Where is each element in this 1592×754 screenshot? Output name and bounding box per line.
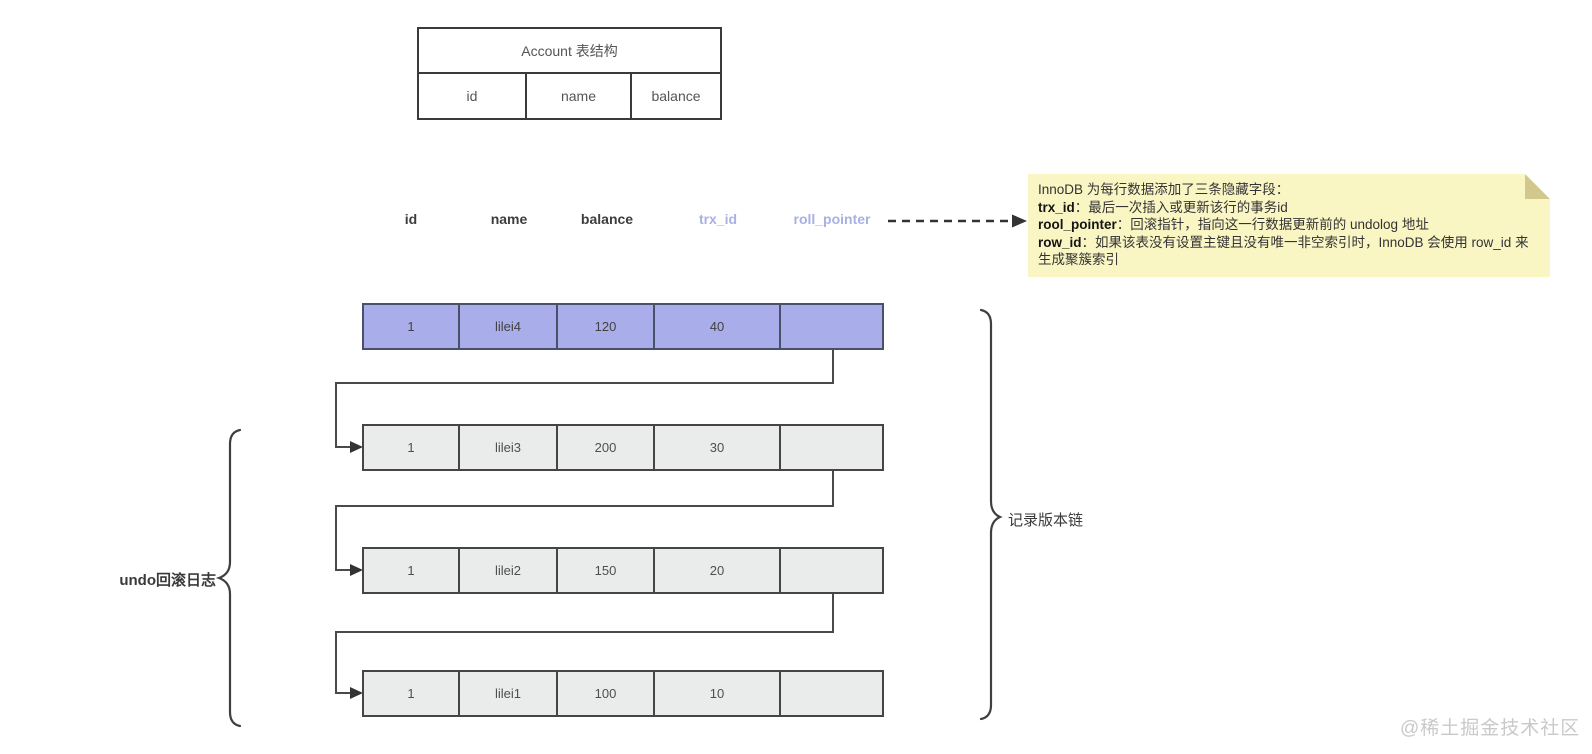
account-column-id: id: [419, 74, 527, 118]
undo-log-label: undo回滚日志: [119, 572, 216, 589]
row-cell: [781, 549, 882, 592]
row-cell: 40: [655, 305, 781, 348]
row-cell: 1: [364, 549, 460, 592]
note-line: trx_id：最后一次插入或更新该行的事务id: [1038, 199, 1288, 215]
row-cell: lilei3: [460, 426, 558, 469]
row-cell: lilei2: [460, 549, 558, 592]
version-chain-brace: [979, 308, 1003, 721]
note-text: InnoDB 为每行数据添加了三条隐藏字段： trx_id：最后一次插入或更新该行…: [1038, 181, 1540, 269]
row-cell: [781, 672, 882, 715]
row-cell: 10: [655, 672, 781, 715]
row-cell: 30: [655, 426, 781, 469]
field-header-roll_pointer: roll_pointer: [793, 211, 871, 227]
row-cell: 1: [364, 426, 460, 469]
note-line: row_id：如果该表没有设置主键且没有唯一非空索引时，InnoDB 会使用 r…: [1038, 234, 1529, 268]
row-cell: 1: [364, 305, 460, 348]
row-cell: lilei1: [460, 672, 558, 715]
row-cell: 1: [364, 672, 460, 715]
account-column-balance: balance: [651, 88, 701, 104]
note-fold-corner-icon: [1525, 174, 1550, 199]
hidden-fields-note: InnoDB 为每行数据添加了三条隐藏字段： trx_id：最后一次插入或更新该行…: [1028, 174, 1550, 277]
dashed-arrow-to-note: [888, 214, 1027, 228]
row-cell: 200: [558, 426, 655, 469]
note-line: InnoDB 为每行数据添加了三条隐藏字段：: [1038, 182, 1290, 197]
account-table-title: Account 表结构: [419, 29, 720, 74]
roll-pointer-connectors: [335, 350, 834, 694]
row-cell: 150: [558, 549, 655, 592]
field-header-balance: balance: [580, 211, 634, 227]
field-header-id: id: [404, 211, 418, 227]
field-header-trx_id: trx_id: [698, 211, 738, 227]
row-cell: 100: [558, 672, 655, 715]
row-cell: 120: [558, 305, 655, 348]
note-line: rool_pointer：回滚指针，指向这一行数据更新前的 undolog 地址: [1038, 217, 1429, 232]
row-cell: [781, 305, 882, 348]
row-cell: [781, 426, 882, 469]
watermark: @稀土掘金技术社区: [1400, 718, 1581, 739]
row-cell: 20: [655, 549, 781, 592]
version-chain-label: 记录版本链: [1008, 512, 1084, 529]
field-header-name: name: [490, 211, 528, 227]
row-cell: lilei4: [460, 305, 558, 348]
account-column-name: name: [527, 74, 632, 118]
undo-log-brace: [215, 428, 242, 728]
